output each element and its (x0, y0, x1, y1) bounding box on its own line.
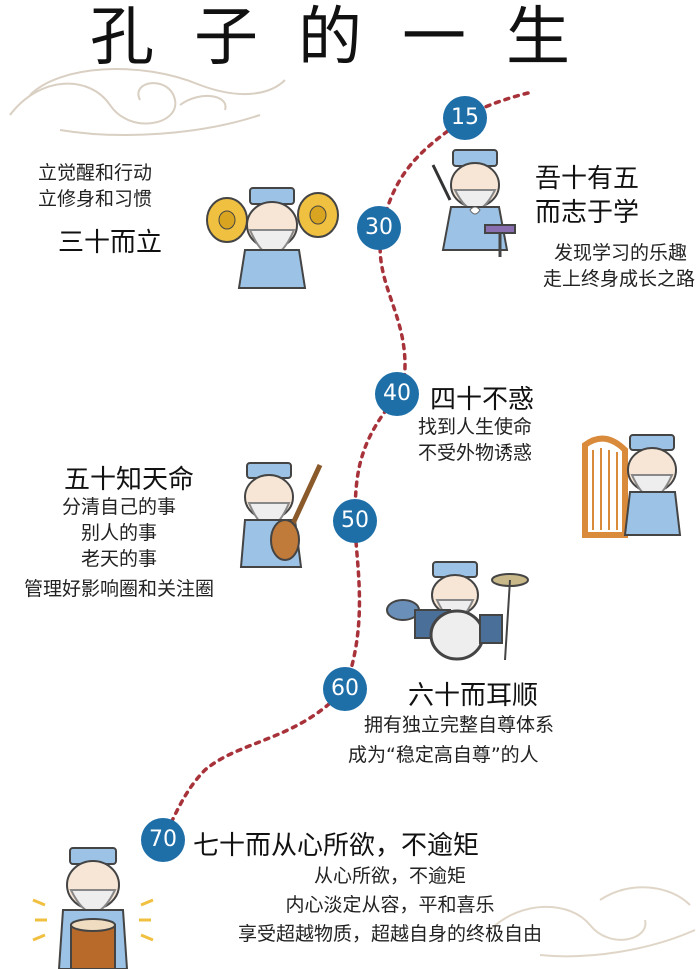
confucius-harp-illustration (582, 434, 682, 538)
stage-70-body-line2: 内心淡定从容，平和喜乐 (285, 894, 495, 916)
stage-30-body-line2: 立修身和习惯 (38, 188, 153, 210)
stage-60-body-line1: 拥有独立完整自尊体系 (364, 714, 555, 736)
stage-15-heading: 吾十有五 而志于学 (535, 162, 639, 230)
stage-40-heading: 四十不惑 (430, 385, 535, 415)
stage-15-heading-line1: 吾十有五 (535, 164, 640, 194)
stage-70-heading: 七十而从心所欲，不逾矩 (193, 831, 480, 861)
stage-60-body-line2: 成为“稳定高自尊”的人 (348, 744, 539, 766)
stage-60-body: 拥有独立完整自尊体系 成为“稳定高自尊”的人 (348, 710, 554, 770)
stage-30-body-line1: 立觉醒和行动 (38, 162, 153, 184)
stage-30-heading: 三十而立 (58, 228, 163, 258)
stage-50-body-line2: 别人的事 (80, 522, 157, 544)
stage-60-heading: 六十而耳顺 (408, 681, 539, 711)
stage-70-body-line1: 从心所欲，不逾矩 (313, 865, 466, 887)
age-badge-60: 60 (323, 667, 367, 711)
stage-70-body: 从心所欲，不逾矩 内心淡定从容，平和喜乐 享受超越物质，超越自身的终极自由 (175, 862, 605, 949)
confucius-drums-illustration (386, 561, 529, 661)
cloud-decoration-top (9, 67, 286, 136)
confucius-drum-illustration (32, 847, 154, 969)
page-title: 孔子的一生 (90, 1, 610, 75)
stage-15-heading-line2: 而志于学 (535, 198, 640, 228)
stage-15-body-line1: 发现学习的乐趣 (553, 242, 687, 264)
stage-30-body: 立觉醒和行动 立修身和习惯 (38, 160, 152, 212)
age-badge-15: 15 (443, 96, 487, 140)
stage-40-body-line1: 找到人生使命 (418, 416, 533, 438)
stage-40-body-line2: 不受外物诱惑 (418, 442, 533, 464)
confucius-cymbals-illustration (206, 187, 339, 289)
age-badge-50: 50 (333, 499, 377, 543)
stage-50-body-line1: 分清自己的事 (61, 496, 176, 518)
stage-50-body: 分清自己的事 别人的事 老天的事 管理好影响圈和关注圈 (4, 494, 234, 602)
age-badge-40: 40 (375, 372, 419, 416)
stage-70-body-line3: 享受超越物质，超越自身的终极自由 (237, 923, 542, 945)
age-badge-70: 70 (141, 818, 185, 862)
cloud-decoration-bottom (489, 886, 696, 958)
stage-50-heading: 五十知天命 (64, 465, 195, 495)
stage-50-body-line3: 老天的事 (80, 548, 157, 570)
stage-15-body: 发现学习的乐趣 走上终身成长之路 (495, 240, 695, 292)
confucius-pipa-illustration (239, 462, 323, 568)
age-badge-30: 30 (357, 206, 401, 250)
stage-50-body-line4: 管理好影响圈和关注圈 (23, 578, 214, 600)
confucius-conductor-illustration (431, 149, 516, 257)
stage-15-body-line2: 走上终身成长之路 (542, 268, 695, 290)
stage-40-body: 找到人生使命 不受外物诱惑 (418, 414, 532, 466)
